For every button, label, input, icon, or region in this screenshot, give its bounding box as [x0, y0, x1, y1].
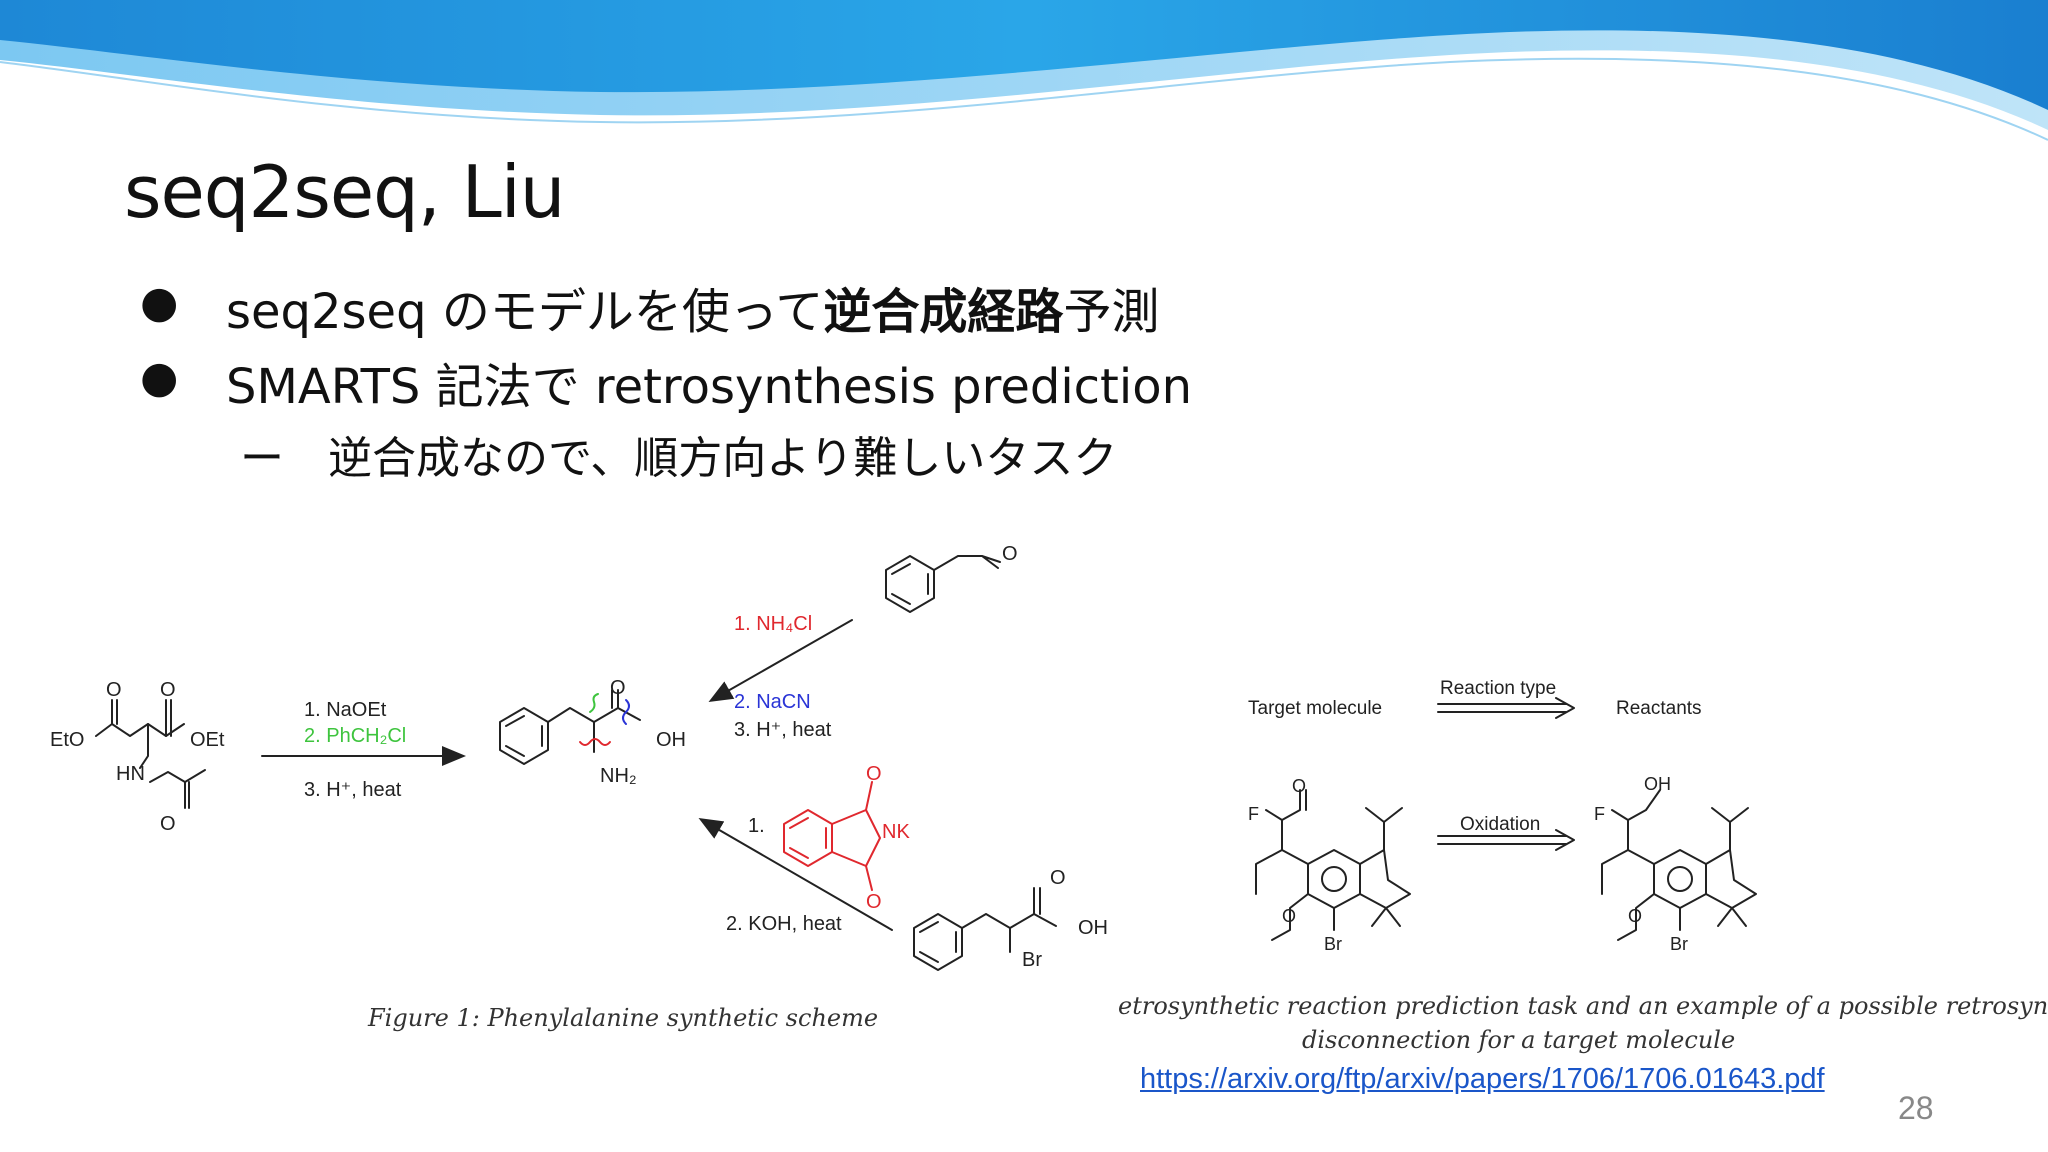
label-o: O: [1628, 906, 1642, 926]
reagent-left-3: 3. H⁺, heat: [304, 779, 402, 801]
label-o: O: [1050, 867, 1066, 889]
label-f: F: [1594, 804, 1605, 824]
figure2-arrows: [1437, 697, 1575, 851]
label-o: O: [1282, 906, 1296, 926]
label-br: Br: [1324, 934, 1342, 954]
header-reactants: Reactants: [1616, 698, 1702, 719]
label-o: O: [1002, 543, 1018, 565]
label-eto: EtO: [50, 729, 84, 751]
figure2-caption-line2: disconnection for a target molecule: [1302, 1026, 1735, 1054]
label-o: O: [866, 891, 882, 913]
phthalimide-structure: [783, 781, 881, 891]
disconnection-blue: [622, 699, 630, 725]
target-molecule-structure: [1255, 789, 1411, 941]
page-number: 28: [1898, 1090, 1934, 1126]
disconnection-red: [579, 738, 611, 746]
label-oh: OH: [1078, 917, 1108, 939]
figure2-caption-line1: etrosynthetic reaction prediction task a…: [1118, 992, 2048, 1020]
reactant-molecule-structure: [1601, 789, 1757, 941]
reaction-arrow-top: [708, 619, 853, 702]
label-oet: OEt: [190, 729, 225, 751]
reagent-bottom-1: 1.: [748, 815, 765, 837]
label-f: F: [1248, 804, 1259, 824]
example-reaction: Oxidation: [1460, 814, 1540, 835]
bullet-1-pre: seq2seq のモデルを使って: [226, 284, 824, 340]
reagent-left-1: 1. NaOEt: [304, 699, 387, 721]
label-br: Br: [1670, 934, 1688, 954]
starting-material-structure: [95, 699, 206, 809]
label-o: O: [160, 679, 176, 701]
label-o: O: [1292, 776, 1306, 796]
header-target: Target molecule: [1248, 698, 1382, 719]
disconnection-green: [589, 693, 599, 713]
bullet-1-bold: 逆合成経路: [823, 284, 1064, 340]
bullet-1-post: 予測: [1063, 284, 1160, 340]
header-reaction-type: Reaction type: [1440, 678, 1556, 699]
label-oh: OH: [656, 729, 686, 751]
bullet-2: SMARTS 記法で retrosynthesis prediction: [226, 359, 1193, 415]
reagent-left-2: 2. PhCH₂Cl: [304, 725, 406, 747]
figure2-header: Target molecule Reaction type Reactants …: [1248, 678, 1702, 835]
reagent-top-2: 2. NaCN: [734, 691, 811, 713]
reagent-top-1: 1. NH₄Cl: [734, 613, 812, 635]
figure1-scheme: [95, 555, 1057, 971]
label-oh: OH: [1644, 774, 1671, 794]
bullet-1: seq2seq のモデルを使って逆合成経路予測: [226, 272, 1159, 342]
figure1-labels: EtO OEt O O HN O 1. NaOEt 2. PhCH₂Cl 3. …: [50, 543, 1108, 1032]
figure2-atom-labels: F O O Br F OH O Br: [1248, 774, 1688, 954]
label-o: O: [866, 763, 882, 785]
figure1-caption: Figure 1: Phenylalanine synthetic scheme: [367, 1004, 878, 1032]
arxiv-link[interactable]: https://arxiv.org/ftp/arxiv/papers/1706/…: [1140, 1063, 1825, 1095]
header-wave: [0, 0, 2048, 141]
sub-bullet-marker: ー: [240, 433, 284, 484]
label-o: O: [106, 679, 122, 701]
reaction-arrow-bottom: [698, 817, 893, 931]
bullet-dot: ●: [140, 277, 179, 328]
label-o: O: [610, 677, 626, 699]
label-o: O: [160, 813, 176, 835]
label-nh2: NH₂: [600, 765, 637, 787]
sub-bullet-text: 逆合成なので、順方向より難しいタスク: [328, 433, 1118, 484]
reagent-bottom-2: 2. KOH, heat: [726, 913, 842, 935]
label-nk: NK: [882, 821, 910, 843]
label-br: Br: [1022, 949, 1042, 971]
slide-title: seq2seq, Liu: [124, 150, 565, 234]
bromo-acid-structure: [913, 887, 1057, 971]
reagent-top-3: 3. H⁺, heat: [734, 719, 832, 741]
phenylalanine-structure: [499, 689, 641, 765]
bullet-dot: ●: [140, 352, 179, 403]
phenylacetaldehyde-structure: [885, 555, 1001, 613]
label-hn: HN: [116, 763, 145, 785]
